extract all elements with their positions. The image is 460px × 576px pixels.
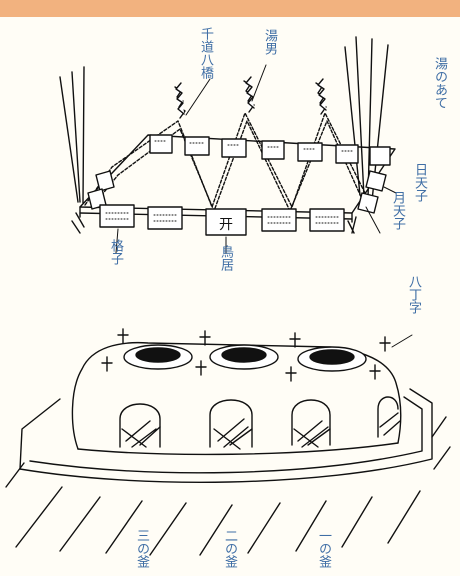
label-nittenshi: 日天子 <box>412 163 427 202</box>
label-kama-2: 二の釜 <box>222 529 237 568</box>
illustration-frame: 开 千道八橋 湯男 湯のあて 日天子 月天子 格子 鳥居 八丁字 三の釜 二の釜… <box>0 17 460 576</box>
label-yu-no-ate: 湯のあて <box>432 57 447 109</box>
label-yuotoko: 湯男 <box>262 29 277 55</box>
label-kama-1: 一の釜 <box>316 529 331 568</box>
label-kama-3: 三の釜 <box>134 529 149 568</box>
side-paper-cuts <box>87 170 387 214</box>
label-goushi: 格子 <box>108 239 123 265</box>
suspension-cords <box>59 36 389 204</box>
firebox-arches <box>119 396 399 448</box>
back-paper-cuts <box>149 134 391 166</box>
label-gattenshi: 月天子 <box>390 191 405 230</box>
festoon-ropes <box>84 112 366 212</box>
floor-lines <box>5 416 451 556</box>
yudate-ritual-diagram: 开 <box>5 36 451 556</box>
torii-paper-cut-glyph: 开 <box>219 217 233 233</box>
label-hacchouji: 八丁字 <box>406 275 421 314</box>
label-sendo-yatsuhashi: 千道八橋 <box>198 27 213 79</box>
top-shide <box>174 76 327 119</box>
kamado-furnace <box>19 341 433 483</box>
label-torii: 鳥居 <box>218 245 233 271</box>
label-leaders <box>115 64 413 348</box>
kettles <box>123 344 367 372</box>
hacchouji-crosses <box>101 328 391 382</box>
paper-cut-dots <box>105 140 353 224</box>
front-paper-cuts <box>71 204 357 236</box>
firewood <box>121 412 401 450</box>
